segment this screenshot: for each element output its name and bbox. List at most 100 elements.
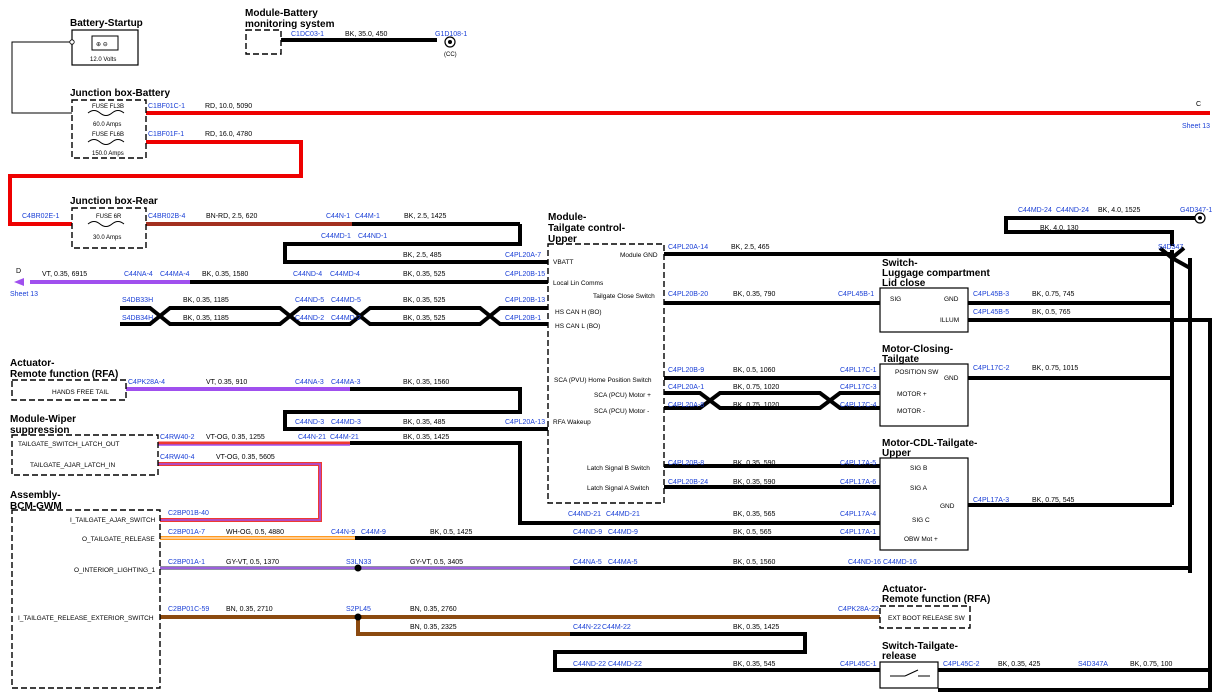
lin-row: D Sheet 13 VT, 0.35, 6915 C44NA-4 C44MA-… [10, 268, 545, 298]
ref-sheet13-a[interactable]: Sheet 13 [1182, 123, 1210, 130]
switch-tailgate-release: Switch-Tailgate- release C44ND-22 C44MD-… [573, 641, 1173, 689]
conn-c44md16: C44MD-16 [883, 559, 917, 566]
conn-c44nd5: C44ND-5 [295, 297, 324, 304]
conn-c44m9: C44M-9 [361, 529, 386, 536]
conn-c44na4: C44NA-4 [124, 271, 153, 278]
module-battery-monitoring: Module-Battery monitoring system C1DC03-… [245, 8, 467, 58]
splice-s3ln33-dot [354, 564, 362, 572]
fuse-fl3b-amps: 60.0 Amps [93, 122, 121, 128]
conn-c4pl45c1: C4PL45C-1 [840, 661, 877, 668]
wire-label-w9: BK, 0.35, 1580 [202, 271, 248, 278]
mclose-title-1: Motor-Closing- [882, 344, 953, 355]
wire-label-w20: VT, 0.35, 910 [206, 379, 247, 386]
wire-label-w26: BK, 0.35, 485 [403, 419, 446, 426]
conn-c4pl17c2: C4PL17C-2 [973, 365, 1010, 372]
pin-local-lin: Local Lin Comms [553, 280, 604, 287]
conn-g4d347: G4D347-1 [1180, 207, 1212, 214]
pin-rfa-wakeup: RFA Wakeup [553, 419, 591, 426]
conn-c4pl20b15: C4PL20B-15 [505, 271, 545, 278]
wire-rd-16 [8, 140, 303, 226]
conn-c44md5: C44MD-5 [331, 297, 361, 304]
wire-label-w3: RD, 16.0, 4780 [205, 131, 252, 138]
wire-label-w23: BK, 0.75, 1020 [733, 384, 779, 391]
wire-label-w39: BK, 0.5, 1560 [733, 559, 776, 566]
conn-c1dc03: C1DC03-1 [291, 31, 324, 38]
pin-interior-lighting: O_INTERIOR_LIGHTING_1 [74, 567, 156, 574]
bcm-title-2: BCM-GWM [10, 501, 62, 512]
fuse-fl6b-amps: 150.0 Amps [92, 151, 124, 157]
wire-label-w32: BK, 0.75, 545 [1032, 497, 1075, 504]
pin-position-sw: POSITION SW [895, 369, 939, 376]
conn-c44nd22: C44ND-22 [573, 661, 606, 668]
can-twisted-pair [120, 306, 548, 326]
wire-label-w2: RD, 10.0, 5090 [205, 103, 252, 110]
pin-hs-can-l: HS CAN L (BO) [555, 323, 600, 330]
rfa1-title-2: Remote function (RFA) [10, 369, 118, 380]
conn-c44md21: C44MD-21 [606, 511, 640, 518]
conn-c2bp01a7: C2BP01A-7 [168, 529, 205, 536]
conn-c4pl17c1: C4PL17C-1 [840, 367, 877, 374]
conn-c4pl17a3: C4PL17A-3 [973, 497, 1009, 504]
conn-g1d108: G1D108-1 [435, 31, 467, 38]
conn-c44na3: C44NA-3 [295, 379, 324, 386]
ref-d: D [16, 268, 21, 275]
actuator-rfa-1: Actuator- Remote function (RFA) HANDS FR… [10, 358, 545, 426]
pin-module-gnd: Module GND [620, 252, 658, 259]
conn-c4pl20b24: C4PL20B-24 [668, 479, 708, 486]
conn-c44n22: C44N-22 [573, 624, 601, 631]
module-wiper-suppression: Module-Wiper suppression TAILGATE_SWITCH… [10, 414, 449, 476]
pin-tailgate-ajar-sw: I_TAILGATE_AJAR_SWITCH [70, 517, 156, 524]
splice-s2pl45: S2PL45 [346, 606, 371, 613]
motor-closing-tailgate: Motor-Closing- Tailgate POSITION SW GND … [668, 344, 1078, 427]
cc-label: (CC) [444, 52, 457, 58]
conn-c4pl20a8: C4PL20A-8 [668, 402, 704, 409]
conn-c4rw40-4: C4RW40-4 [160, 454, 195, 461]
splice-s2pl45-dot [354, 613, 362, 621]
pin-ajar-latch-in: TAILGATE_AJAR_LATCH_IN [30, 462, 116, 469]
mbms-title-2: monitoring system [245, 19, 335, 30]
assembly-bcm-gwm: Assembly- BCM-GWM I_TAILGATE_AJAR_SWITCH… [10, 490, 917, 689]
wire-label-w15: BK, 0.35, 790 [733, 291, 776, 298]
pin-gnd: GND [944, 375, 959, 382]
ref-sheet13-b[interactable]: Sheet 13 [10, 291, 38, 298]
pin-ext-boot-release: EXT BOOT RELEASE SW [888, 615, 966, 622]
conn-c44md9: C44MD-9 [608, 529, 638, 536]
wire-label-w45: BK, 0.35, 425 [998, 661, 1041, 668]
wire-label-w8: VT, 0.35, 6915 [42, 271, 87, 278]
conn-c44m22: C44M-22 [602, 624, 631, 631]
wiper-title-1: Module-Wiper [10, 414, 76, 425]
pin-vbatt: VBATT [553, 259, 573, 266]
conn-c44md3: C44MD-3 [331, 419, 361, 426]
wire-label-w35: BK, 0.5, 1425 [430, 529, 473, 536]
motor-twisted-pair [664, 391, 880, 410]
conn-c44m21: C44M-21 [330, 434, 359, 441]
wire-label-w5: BK, 2.5, 1425 [404, 213, 447, 220]
conn-c4pl20a13: C4PL20A-13 [505, 419, 545, 426]
conn-c44nd16: C44ND-16 [848, 559, 881, 566]
pin-sca-motor-minus: SCA (PCU) Motor - [594, 408, 649, 415]
conn-c2bp01b40: C2BP01B-40 [168, 510, 209, 517]
conn-c44na5: C44NA-5 [573, 559, 602, 566]
rfa1-title-1: Actuator- [10, 358, 54, 369]
jbr-title: Junction box-Rear [70, 196, 158, 207]
junction-box-battery: Junction box-Battery FUSE FL3B 60.0 Amps… [70, 88, 1210, 159]
wire-label-w4: BN-RD, 2.5, 620 [206, 213, 257, 220]
swrel-title-1: Switch-Tailgate- [882, 641, 958, 652]
wire-label-w34: WH-OG, 0.5, 4880 [226, 529, 284, 536]
conn-c4pl45b3: C4PL45B-3 [973, 291, 1009, 298]
conn-c4pl17a5: C4PL17A-5 [840, 460, 876, 467]
splice-s3ln33: S3LN33 [346, 559, 371, 566]
conn-c4pl20b13: C4PL20B-13 [505, 297, 545, 304]
fuse-icon [87, 139, 125, 145]
swlug-title-1: Switch- [882, 258, 918, 269]
splice-s4db34h: S4DB34H [122, 315, 153, 322]
wire-label-w44: BK, 0.35, 545 [733, 661, 776, 668]
wire-label-w12: BK, 0.35, 525 [403, 297, 446, 304]
conn-c4pk28a22: C4PK28A-22 [838, 606, 879, 613]
conn-c4pk28a4: C4PK28A-4 [128, 379, 165, 386]
conn-c44md24: C44MD-24 [1018, 207, 1052, 214]
conn-c2bp01c59: C2BP01C-59 [168, 606, 209, 613]
wire-illum [938, 318, 1212, 692]
conn-c4br02b: C4BR02B-4 [148, 213, 185, 220]
pin-obw-mot: OBW Mot + [904, 536, 938, 543]
